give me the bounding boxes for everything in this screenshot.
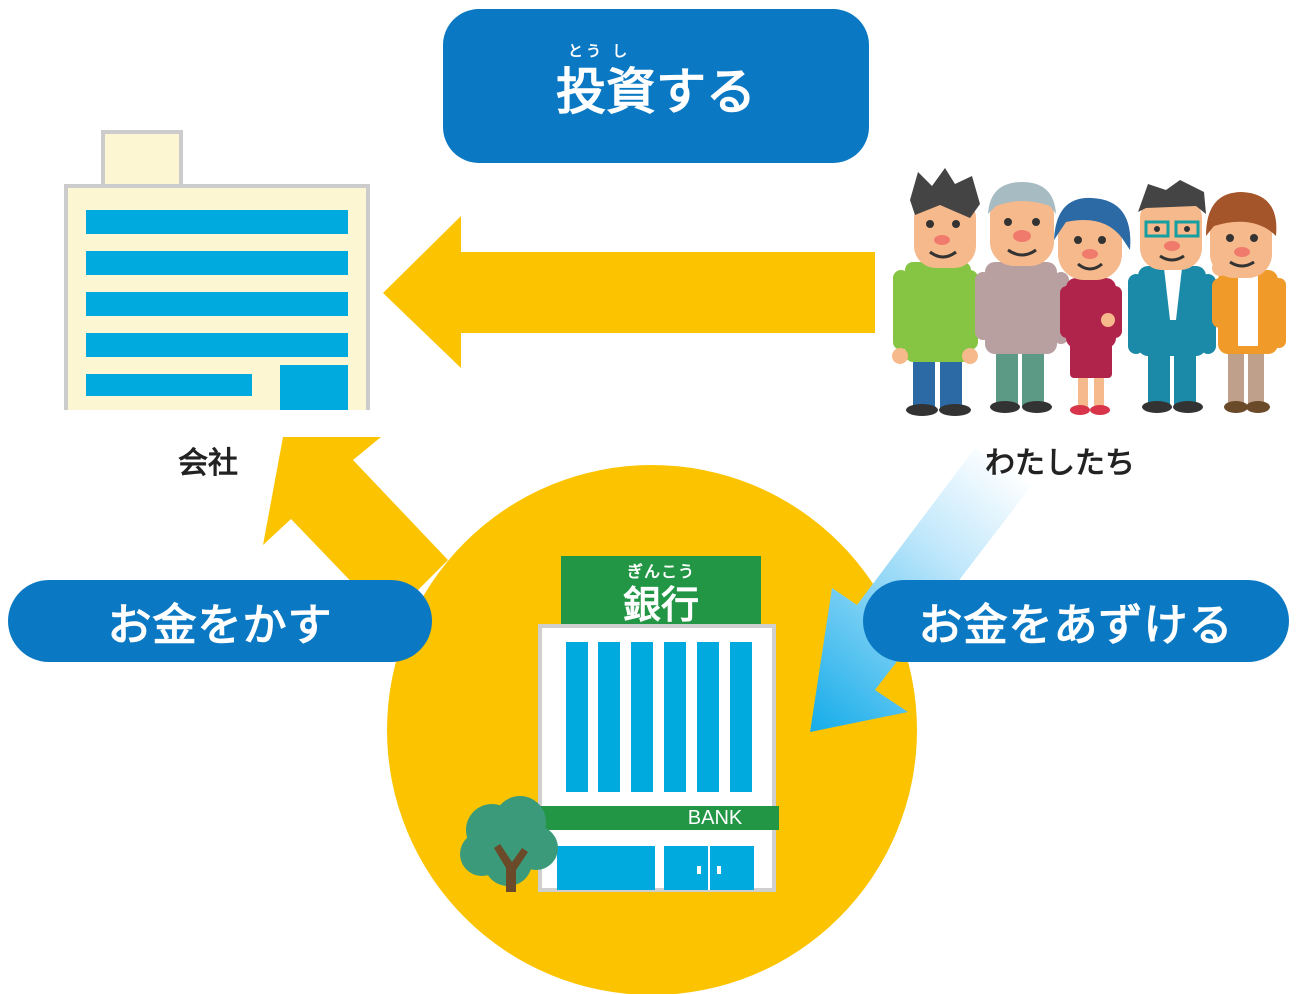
company-label: 会社: [178, 446, 238, 481]
invest-ruby: とう し: [568, 42, 631, 60]
deposit-label: お金をあずける: [863, 580, 1289, 662]
invest-label: 投資する: [556, 63, 756, 121]
person-elderly: [975, 182, 1069, 413]
tree-icon: [460, 796, 558, 892]
person-woman-orange: [1206, 192, 1286, 413]
office-building-icon: [60, 130, 374, 418]
bank-ruby: ぎんこう: [626, 562, 695, 581]
lend-arrow: [263, 437, 448, 620]
lend-label: お金をかす: [8, 580, 432, 662]
person-blue-suit: [1128, 180, 1216, 413]
bank-building-icon: [533, 556, 779, 892]
bank-sign: BANK: [687, 807, 743, 829]
us-label: わたしたち: [985, 446, 1135, 481]
person-woman-red: [1054, 197, 1131, 415]
invest-arrow: [383, 216, 875, 368]
person-green-shirt: [892, 168, 980, 416]
people-group-icon: [892, 168, 1286, 416]
invest-label-box: [443, 9, 869, 163]
bank-label: 銀行: [622, 583, 699, 627]
